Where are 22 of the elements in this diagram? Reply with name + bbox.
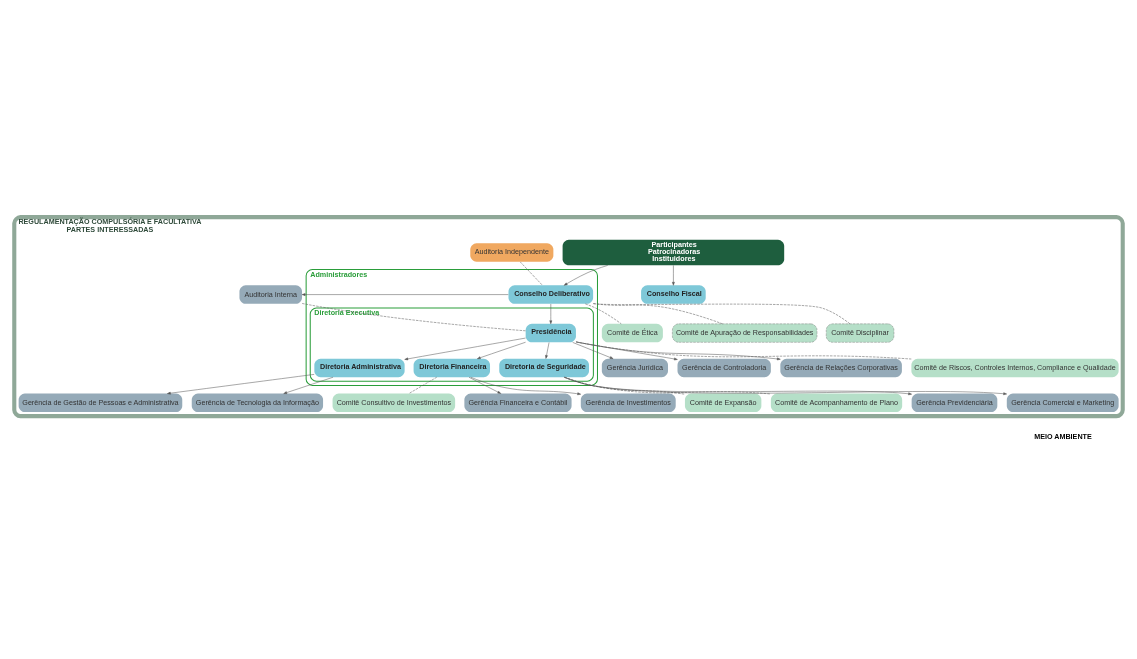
- arrow: [477, 341, 526, 359]
- connector: [585, 303, 622, 324]
- connector: [520, 261, 543, 286]
- connector: [593, 302, 851, 324]
- arrow: [563, 264, 608, 286]
- arrow: [468, 376, 502, 394]
- connector: [408, 376, 437, 394]
- arrow: [301, 292, 509, 296]
- arrow: [549, 303, 553, 324]
- connector: [301, 302, 526, 331]
- connector: [564, 376, 771, 394]
- connector: [593, 302, 723, 324]
- arrow: [672, 264, 675, 286]
- arrow: [563, 376, 1007, 395]
- arrow: [283, 376, 334, 394]
- arrow: [545, 341, 550, 359]
- arrow: [404, 337, 526, 360]
- arrow: [470, 376, 581, 395]
- arrow: [572, 341, 614, 359]
- arrow: [167, 373, 315, 394]
- connector: [564, 376, 686, 395]
- connector: [575, 341, 912, 359]
